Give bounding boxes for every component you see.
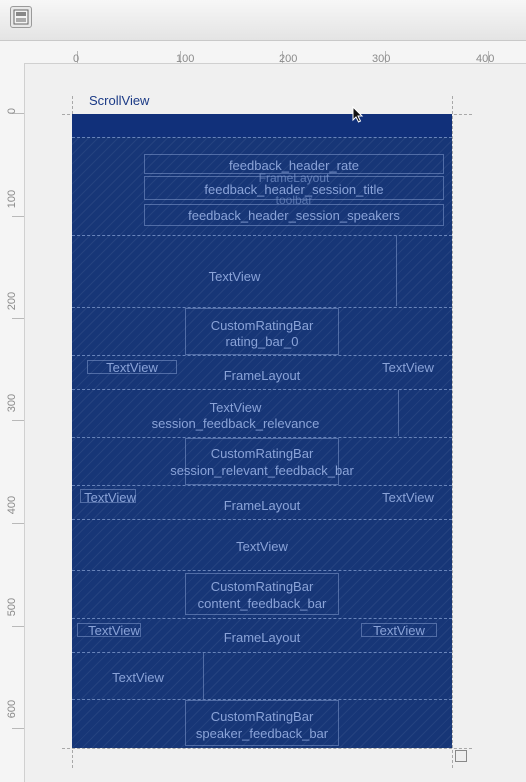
toolbar xyxy=(0,0,526,41)
section-divider xyxy=(72,437,452,438)
horizontal-ruler: 0 100 200 300 400 xyxy=(0,41,526,65)
rating-bar-0-type: CustomRatingBar xyxy=(210,318,314,333)
section-divider xyxy=(72,355,452,356)
scrollview-preview[interactable]: feedback_header_rate FrameLayout feedbac… xyxy=(72,114,452,748)
feedback-header-session-title: feedback_header_session_title xyxy=(204,182,384,197)
speaker-bar-type: CustomRatingBar xyxy=(210,709,314,724)
frame-2-label: FrameLayout xyxy=(223,498,301,513)
section-divider xyxy=(72,485,452,486)
rating-bar-0-id: rating_bar_0 xyxy=(225,334,299,349)
ruler-label-y600: 600 xyxy=(6,699,18,719)
ruler-label-x100: 100 xyxy=(176,53,195,65)
section-divider xyxy=(72,519,452,520)
session-relevant-feedback-bar: session_relevant_feedback_bar xyxy=(170,463,354,478)
frame-1-left-box[interactable] xyxy=(87,360,177,374)
section-divider xyxy=(72,699,452,700)
content-feedback-bar: content_feedback_bar xyxy=(197,596,327,611)
resize-handle[interactable] xyxy=(455,750,467,762)
ruler-label-x200: 200 xyxy=(279,53,298,65)
ruler-label-y0: 0 xyxy=(6,107,18,115)
ruler-label-y500: 500 xyxy=(6,597,18,617)
frame-3-left-box[interactable] xyxy=(77,623,141,637)
speaker-feedback-bar: speaker_feedback_bar xyxy=(195,726,329,741)
ruler-label-y300: 300 xyxy=(6,393,18,413)
scrollview-label: ScrollView xyxy=(89,93,150,108)
ruler-label-y100: 100 xyxy=(6,189,18,209)
header-rate-box[interactable] xyxy=(144,154,444,174)
section-divider xyxy=(72,389,452,390)
layout-toggle-button[interactable] xyxy=(10,6,32,28)
section-divider xyxy=(72,652,452,653)
frame-3-label: FrameLayout xyxy=(223,630,301,645)
frame-1-left-textview: TextView xyxy=(106,360,158,375)
relevant-bar-box[interactable] xyxy=(185,438,339,485)
frame-1-label: FrameLayout xyxy=(223,368,301,383)
frame-3-right-textview: TextView xyxy=(373,623,425,638)
textview-2: TextView xyxy=(236,539,288,554)
layout-toggle-icon xyxy=(13,9,29,25)
ruler-label-y400: 400 xyxy=(6,495,18,515)
frame-3-left-textview: TextView xyxy=(88,623,140,638)
speaker-bar-box[interactable] xyxy=(185,700,339,746)
mouse-pointer-icon xyxy=(352,106,364,123)
ruler-label-x300: 300 xyxy=(372,53,391,65)
content-bar-box[interactable] xyxy=(185,573,339,615)
section-divider xyxy=(72,137,452,138)
section-divider xyxy=(72,570,452,571)
textview-1-box[interactable] xyxy=(72,236,397,306)
frame-2-right-textview: TextView xyxy=(382,490,434,505)
relevance-type: TextView xyxy=(209,400,262,415)
section-divider xyxy=(72,618,452,619)
relevant-bar-type: CustomRatingBar xyxy=(210,446,314,461)
ruler-label-x0: 0 xyxy=(73,53,80,65)
feedback-header-session-speakers: feedback_header_session_speakers xyxy=(188,208,400,223)
guide-right xyxy=(452,96,453,768)
textview-3: TextView xyxy=(112,670,164,685)
header-title-box[interactable] xyxy=(144,176,444,200)
textview-3-box[interactable] xyxy=(72,653,204,699)
session-feedback-relevance: session_feedback_relevance xyxy=(151,416,320,431)
section-divider xyxy=(72,307,452,308)
ruler-label-y200: 200 xyxy=(6,291,18,311)
toolbar-overlap-label: toolbar xyxy=(275,193,313,207)
header-speakers-box[interactable] xyxy=(144,204,444,226)
ruler-label-x400: 400 xyxy=(476,53,495,65)
frame-2-left-textview: TextView xyxy=(84,490,136,505)
feedback-header-rate: feedback_header_rate xyxy=(228,158,360,173)
rating-bar-0-box[interactable] xyxy=(185,308,339,355)
content-bar-type: CustomRatingBar xyxy=(210,579,314,594)
vertical-ruler: 0 100 200 300 400 500 600 xyxy=(0,63,25,782)
frame-layout-overlap-label: FrameLayout xyxy=(258,171,330,185)
frame-1-right-textview: TextView xyxy=(382,360,434,375)
frame-2-left-box[interactable] xyxy=(80,489,136,503)
frame-3-right-box[interactable] xyxy=(361,623,437,637)
action-bar xyxy=(72,114,452,137)
section-divider xyxy=(72,235,452,236)
textview-1: TextView xyxy=(208,269,261,284)
relevance-box[interactable] xyxy=(72,390,399,436)
guide-bottom xyxy=(62,748,472,749)
